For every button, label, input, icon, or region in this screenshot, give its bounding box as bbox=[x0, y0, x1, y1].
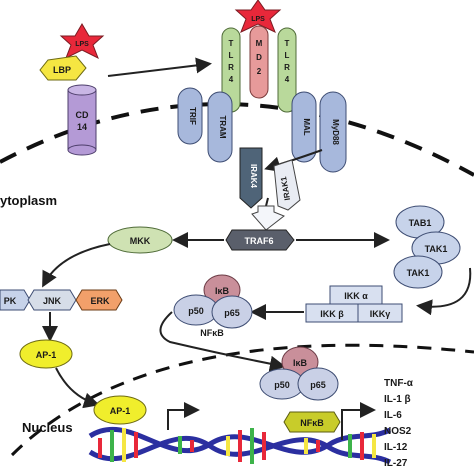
mal: MAL bbox=[291, 91, 317, 163]
svg-text:IRAK4: IRAK4 bbox=[249, 164, 258, 189]
ap1-to-gene-arrow bbox=[167, 402, 200, 430]
gene-item: IL-12 bbox=[384, 442, 408, 453]
svg-text:TRAF6: TRAF6 bbox=[245, 236, 274, 246]
dna-helix bbox=[88, 426, 392, 465]
tak1-b: TAK1 bbox=[393, 255, 443, 289]
myd88-to-irak4-arrow bbox=[264, 149, 323, 173]
gene-item: IL-27 bbox=[384, 458, 408, 469]
svg-text:TAK1: TAK1 bbox=[407, 268, 430, 278]
svg-text:LBP: LBP bbox=[53, 65, 71, 75]
ap1-nuc: AP-1 bbox=[93, 395, 147, 425]
svg-text:MKK: MKK bbox=[130, 236, 151, 246]
svg-text:IKKγ: IKKγ bbox=[370, 309, 391, 319]
ikk-alpha: IKK α bbox=[329, 285, 383, 305]
cytoplasm-label: ytoplasm bbox=[0, 193, 57, 208]
nfkb-translocation-arrow bbox=[159, 311, 286, 372]
svg-text:IKK β: IKK β bbox=[320, 309, 344, 319]
svg-text:MAL: MAL bbox=[302, 118, 311, 135]
svg-text:M: M bbox=[256, 39, 263, 48]
gene-item: TNF-α bbox=[384, 378, 414, 389]
mkk: MKK bbox=[107, 226, 173, 254]
svg-text:L: L bbox=[285, 51, 290, 60]
svg-text:p50: p50 bbox=[188, 306, 204, 316]
lbp-to-tlr4-arrow bbox=[107, 57, 212, 77]
svg-text:p50: p50 bbox=[274, 380, 290, 390]
svg-text:TAK1: TAK1 bbox=[425, 244, 448, 254]
svg-text:JNK: JNK bbox=[43, 296, 62, 306]
gene-item: IL-1 β bbox=[384, 394, 411, 405]
svg-text:MyD88: MyD88 bbox=[331, 119, 340, 145]
lbp-hexagon: LBP bbox=[39, 55, 87, 81]
gene-item: NOS2 bbox=[384, 426, 412, 437]
nucleus-label: Nucleus bbox=[22, 420, 73, 435]
svg-text:TAB1: TAB1 bbox=[409, 218, 432, 228]
ikk-gamma: IKKγ bbox=[357, 303, 403, 323]
svg-text:LPS: LPS bbox=[251, 16, 265, 23]
ap1-translocation-arrow bbox=[55, 367, 100, 409]
jnk-box: JNK bbox=[27, 289, 77, 311]
svg-text:L: L bbox=[229, 51, 234, 60]
svg-text:4: 4 bbox=[285, 75, 290, 84]
svg-text:R: R bbox=[284, 63, 290, 72]
md2: M D 2 bbox=[249, 25, 269, 99]
gene-list: TNF-α IL-1 β IL-6 NOS2 IL-12 IL-27 bbox=[384, 378, 414, 469]
svg-text:p65: p65 bbox=[310, 380, 326, 390]
ikk-beta: IKK β bbox=[305, 303, 359, 323]
svg-text:IKK α: IKK α bbox=[344, 291, 368, 301]
gene-item: IL-6 bbox=[384, 410, 402, 421]
nfkb-to-gene-arrow bbox=[341, 402, 376, 440]
tlr4-right: T L R 4 bbox=[277, 27, 297, 113]
svg-text:T: T bbox=[229, 39, 234, 48]
svg-text:AP-1: AP-1 bbox=[36, 350, 57, 360]
tab1: TAB1 bbox=[395, 205, 445, 239]
p65-cyto: p65 bbox=[211, 295, 253, 329]
nuclear-membrane bbox=[10, 343, 474, 457]
svg-text:PK: PK bbox=[4, 296, 17, 306]
p50-cyto: p50 bbox=[173, 294, 219, 326]
svg-text:14: 14 bbox=[77, 122, 87, 132]
svg-text:CD: CD bbox=[76, 110, 89, 120]
svg-text:D: D bbox=[256, 53, 262, 62]
svg-text:4: 4 bbox=[229, 75, 234, 84]
svg-text:IκB: IκB bbox=[293, 358, 308, 368]
svg-text:TRIF: TRIF bbox=[188, 107, 197, 125]
svg-text:IRAK1: IRAK1 bbox=[279, 175, 292, 201]
svg-text:IκB: IκB bbox=[215, 286, 230, 296]
trif: TRIF bbox=[177, 87, 203, 145]
traf6: TRAF6 bbox=[225, 229, 295, 251]
irak-to-traf6-arrowhead bbox=[251, 205, 285, 231]
cd14-cylinder: CD 14 bbox=[67, 84, 97, 156]
irak4: IRAK4 bbox=[239, 147, 263, 209]
nfkb-nuc: NFκB bbox=[283, 411, 341, 433]
p38-box: PK bbox=[0, 289, 31, 311]
svg-text:2: 2 bbox=[257, 67, 262, 76]
svg-text:LPS: LPS bbox=[75, 41, 89, 48]
svg-text:TRAM: TRAM bbox=[218, 115, 227, 138]
tram: TRAM bbox=[207, 91, 233, 163]
lps-left: LPS bbox=[59, 23, 105, 60]
irak1: IRAK1 bbox=[273, 159, 301, 211]
p65-nuc: p65 bbox=[297, 367, 339, 401]
ap1-cyto: AP-1 bbox=[19, 339, 73, 369]
svg-text:p65: p65 bbox=[224, 308, 240, 318]
tak1-to-ikk-arrow bbox=[416, 267, 472, 316]
svg-text:ERK: ERK bbox=[90, 296, 110, 306]
svg-text:AP-1: AP-1 bbox=[110, 406, 131, 416]
lps-top: LPS bbox=[234, 0, 282, 33]
erk-box: ERK bbox=[75, 289, 123, 311]
p50-nuc: p50 bbox=[259, 368, 305, 400]
svg-text:R: R bbox=[228, 63, 234, 72]
mkk-to-jnk-arrow bbox=[42, 243, 111, 288]
svg-text:NFκB: NFκB bbox=[300, 418, 324, 428]
nfkb-cyto-label: NFκB bbox=[200, 328, 224, 338]
svg-text:T: T bbox=[285, 39, 290, 48]
myd88: MyD88 bbox=[319, 91, 347, 173]
